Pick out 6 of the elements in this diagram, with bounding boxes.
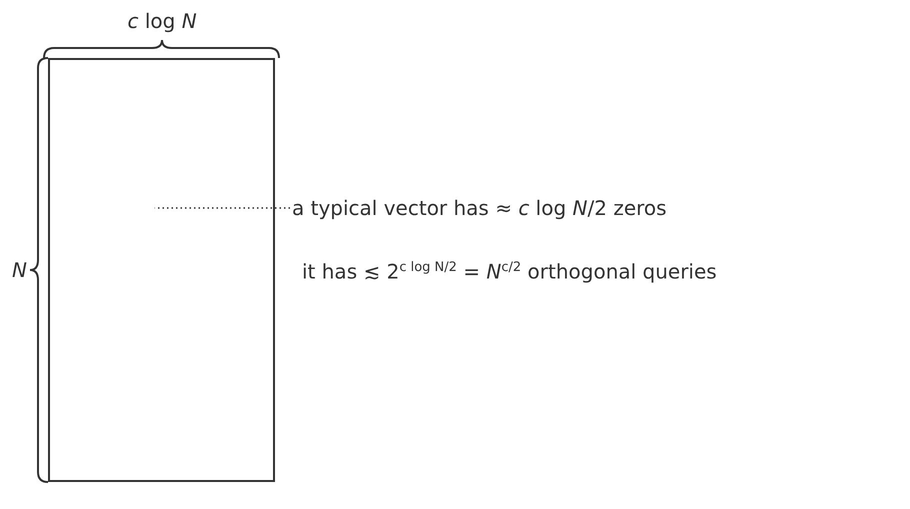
dimension-label: N [12,257,27,283]
leader-line [154,207,290,209]
matrix-box [48,58,275,482]
annotation-text: a typical vector has ≈ c log N/2 zeros [292,195,667,221]
note-text: it has ≲ 2$^{c log N/2}$ = N$^{c/2}$ orthogonal queries [302,258,717,285]
dimension-label: c log N [128,8,197,34]
